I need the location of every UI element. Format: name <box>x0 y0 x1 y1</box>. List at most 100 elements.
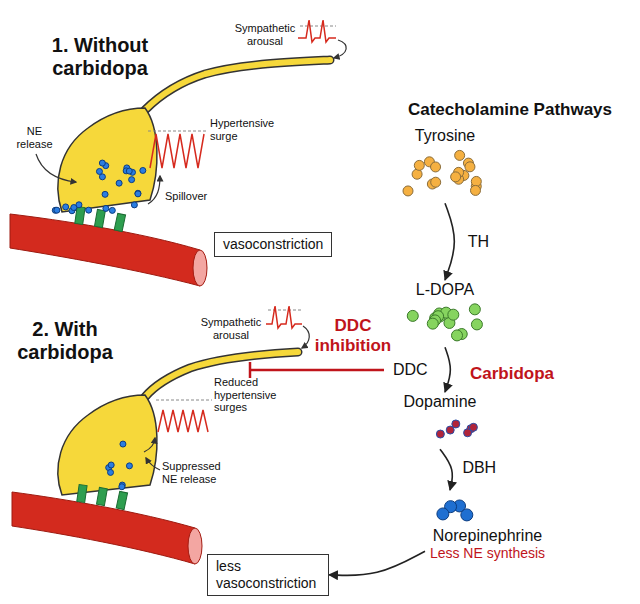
outcome-box: vasoconstriction <box>214 232 332 257</box>
molecule-dot <box>431 162 441 172</box>
molecule-dot <box>471 319 482 330</box>
leader-arrow <box>36 154 76 182</box>
inhibition-bar <box>249 362 252 378</box>
molecule-dot <box>131 202 137 208</box>
receptor <box>94 209 105 227</box>
molecule-dot <box>465 162 475 172</box>
pathway-arrow <box>329 551 425 575</box>
receptor <box>116 491 127 509</box>
node-text: less vasoconstriction <box>216 558 320 592</box>
pathway-arrow <box>445 203 454 280</box>
molecule-dot <box>126 463 132 469</box>
arousal-arrow <box>334 40 346 58</box>
molecule-dot <box>109 207 115 213</box>
molecule-dot <box>414 160 424 170</box>
axon-outline <box>145 60 330 110</box>
drug-label: Carbidopa <box>470 364 570 384</box>
annotation: Sympathetic arousal <box>198 316 264 341</box>
blood-vessel <box>10 214 200 286</box>
leader-arrow <box>146 458 160 470</box>
molecule-dot <box>96 168 102 174</box>
annotation: Reduced hypertensive surges <box>214 376 299 414</box>
vessel-lumen <box>188 528 202 564</box>
molecule-dot <box>455 150 465 160</box>
leader-arrow <box>148 176 160 204</box>
node-note: Less NE synthesis <box>425 545 550 562</box>
threshold-line <box>268 310 302 311</box>
enzyme-label: DBH <box>460 459 498 477</box>
threshold-line <box>148 131 208 132</box>
annotation: Suppressed NE release <box>162 460 234 485</box>
nerve-terminal <box>58 395 157 495</box>
annotation: NE release <box>12 125 57 150</box>
molecule-dot <box>108 462 114 468</box>
molecule-dot <box>427 318 438 329</box>
molecule-dot <box>71 205 77 211</box>
molecule-dot <box>135 191 141 197</box>
molecule-dot <box>469 304 480 315</box>
molecule-dot <box>437 508 449 520</box>
leader-arrow <box>144 438 155 452</box>
molecule-dot <box>448 309 459 320</box>
annotation: Hypertensive surge <box>210 117 285 142</box>
axon <box>145 60 330 110</box>
molecule-dot <box>103 205 109 211</box>
pathway-step: Dopamine <box>390 392 490 449</box>
molecule-dot <box>452 330 463 341</box>
molecule-dot <box>102 191 108 197</box>
molecule-dot <box>451 172 461 182</box>
molecule-dot <box>452 420 460 428</box>
receptor <box>114 213 125 231</box>
molecule-dot <box>126 168 132 174</box>
pathway-arrow <box>445 347 450 392</box>
molecule-dot <box>99 160 105 166</box>
molecule-dot <box>86 207 92 213</box>
annotation: Sympathetic arousal <box>232 22 298 47</box>
molecule-dot <box>471 176 481 186</box>
molecule-dot <box>407 310 418 321</box>
arousal-arrow <box>302 326 309 348</box>
molecule-dot <box>108 469 114 475</box>
molecule-dot <box>469 423 477 431</box>
molecule-dot <box>63 204 69 210</box>
panel-heading: 1. Without carbidopa <box>40 34 160 80</box>
molecule-dot <box>135 190 141 196</box>
spike-trace <box>298 20 336 42</box>
pathway-arrow <box>440 449 452 490</box>
outcome-box: less vasoconstriction <box>207 554 329 596</box>
nerve-terminal <box>58 108 157 212</box>
molecule-dot <box>129 177 135 183</box>
molecule-dot <box>470 185 480 195</box>
inhibition-label: DDC inhibition <box>312 316 394 355</box>
annotation: Spillover <box>165 190 225 203</box>
molecule-dots <box>52 150 482 521</box>
vessel-lumen <box>193 250 207 286</box>
node-text: Norepinephrine <box>425 526 550 545</box>
node-text: Tyrosine <box>395 126 495 145</box>
pathway-step: Tyrosine <box>395 126 495 203</box>
receptor <box>77 485 87 503</box>
molecule-dot <box>54 207 60 213</box>
pressure-trace <box>150 134 204 168</box>
molecule-dot <box>431 177 441 187</box>
panel-one <box>10 20 346 286</box>
molecule-dot <box>120 441 126 447</box>
panel-heading: 2. With carbidopa <box>10 318 120 364</box>
threshold-line <box>300 26 336 27</box>
enzyme-label: DDC <box>391 361 430 379</box>
pathway-step: NorepinephrineLess NE synthesis <box>425 490 550 562</box>
threshold-line <box>156 400 212 401</box>
node-text: vasoconstriction <box>223 236 323 253</box>
section-title: Catecholamine Pathways <box>390 100 630 120</box>
molecule-dot <box>436 430 444 438</box>
pressure-trace <box>158 410 208 432</box>
molecule-dot <box>140 167 146 173</box>
molecule-dot <box>119 484 125 490</box>
inhibition-line <box>250 369 384 372</box>
molecule-dot <box>116 180 122 186</box>
pathway-step: L-DOPA <box>395 280 495 347</box>
node-text: L-DOPA <box>395 280 495 299</box>
